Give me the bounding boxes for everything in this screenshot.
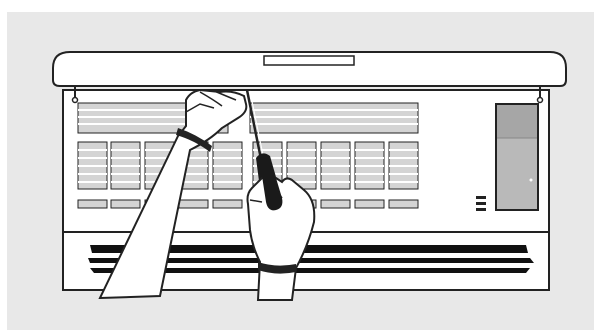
status-indicator-icon <box>476 196 486 211</box>
upper-filter-right <box>250 103 418 133</box>
front-panel-lid <box>53 52 566 86</box>
display-window <box>496 104 538 210</box>
ac-repair-illustration <box>7 12 594 330</box>
